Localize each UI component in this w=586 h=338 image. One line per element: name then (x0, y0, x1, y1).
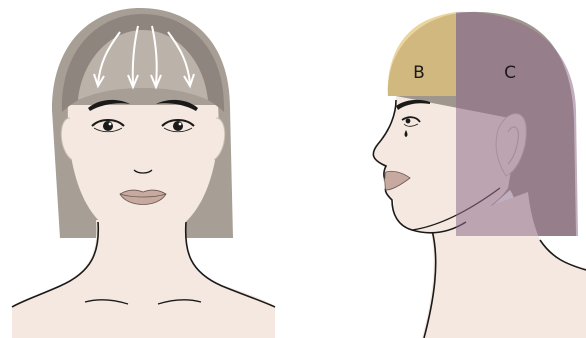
zone-c-label: C (504, 63, 516, 83)
zone-b-region (388, 12, 456, 96)
profile-pupil (406, 119, 411, 124)
profile-view-head: B C (373, 12, 586, 338)
front-neck-shoulders (12, 220, 275, 338)
front-view-head (12, 8, 275, 338)
zone-b-label: B (413, 63, 425, 83)
zone-c-region (456, 12, 578, 236)
